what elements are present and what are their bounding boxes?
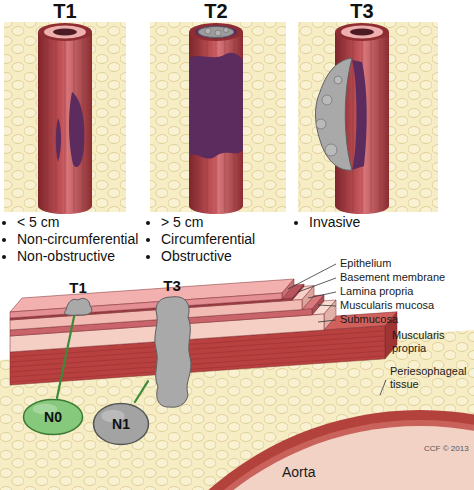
node-text-group: T3: [163, 278, 181, 294]
node-text-group: N0: [44, 409, 62, 425]
criteria-list: > 5 cmCircumferentialObstructive: [146, 214, 292, 265]
esophagus-tube: [316, 58, 352, 170]
esophagus-tube: [38, 32, 92, 214]
esophagus-tube: [189, 53, 243, 159]
esophageal-wall: [292, 284, 304, 300]
esophagus-tube: [189, 32, 243, 214]
esophagus-tube: [56, 40, 57, 212]
lymph-node-outline: [24, 400, 83, 435]
layer-label: Muscularis mucosa: [340, 299, 434, 312]
criterion-text: Non-obstructive: [17, 248, 146, 265]
esophagus-tube: [316, 23, 389, 214]
criterion-text: < 5 cm: [17, 214, 146, 231]
leader-line: [288, 264, 386, 395]
leader-line: [318, 305, 336, 306]
layer-label: Submucosa: [340, 313, 398, 326]
criteria-list: Invasive: [294, 214, 414, 231]
layer-label: Lamina propria: [340, 285, 413, 298]
esophagus-tube: [352, 60, 367, 170]
leader-line: [298, 278, 336, 292]
esophagus-tube: [69, 92, 84, 167]
tumor: T1: [60, 280, 96, 316]
stage-heading: T2: [191, 0, 241, 22]
aorta: [110, 420, 474, 490]
esophagus-tube: [195, 26, 237, 39]
aorta: [100, 410, 474, 490]
stage-heading: T1: [40, 0, 90, 22]
leader-line: [380, 380, 386, 395]
criteria-list: < 5 cmNon-circumferentialNon-obstructive: [2, 214, 146, 265]
layer-label: Muscularis propria: [392, 329, 464, 355]
node-label: N1: [112, 416, 130, 432]
esophagus-tube: [380, 40, 381, 210]
lymph-node-outline: [94, 404, 149, 445]
criterion-text: Invasive: [309, 214, 414, 231]
lymph-node: N0: [22, 398, 84, 436]
esophagus-tube: [325, 144, 337, 156]
layer-label: Epithelium: [340, 257, 391, 270]
esophagus-tube: [215, 30, 221, 36]
node-label: N0: [44, 409, 62, 425]
esophagus-tube: [371, 40, 372, 212]
tumor: T3: [148, 278, 196, 408]
node-text-group: T1: [69, 280, 87, 296]
stage-heading: T3: [337, 0, 387, 22]
fat-panel: [4, 22, 126, 212]
esophagus-tube: [189, 23, 243, 214]
tumor-mass: [155, 297, 191, 408]
esophageal-wall: [10, 356, 385, 382]
structure-label: Aorta: [282, 464, 315, 480]
criterion-text: Obstructive: [161, 248, 292, 265]
esophagus-tube: [38, 23, 92, 214]
criterion-text: Non-circumferential: [17, 231, 146, 248]
esophagus-tube: [334, 76, 342, 84]
aorta: [116, 426, 474, 490]
esophagus-tube: [322, 95, 332, 105]
esophagus-tube: [198, 27, 234, 38]
esophagus-tube: [56, 118, 61, 162]
esophagus-tube: [38, 23, 92, 41]
node-label: T3: [163, 278, 181, 294]
leader-line: [308, 292, 336, 298]
tumor-mass: [65, 298, 92, 315]
tumor-outline: [148, 278, 196, 408]
lymphatic-vessel: [57, 316, 74, 398]
esophagus-tube: [53, 29, 77, 36]
leader-line: [318, 320, 336, 322]
esophagus-tube: [65, 40, 66, 213]
esophagus-tube: [205, 28, 211, 34]
esophageal-wall: [324, 300, 336, 330]
node-text-group: N1: [112, 416, 130, 432]
criterion-text: > 5 cm: [161, 214, 292, 231]
esophagus-tube: [44, 26, 86, 39]
esophagus-tube: [335, 23, 389, 41]
esophagus-tube: [316, 119, 326, 129]
lymph-node: N1: [92, 402, 150, 446]
esophagus-tube: [341, 26, 383, 39]
criterion-text: Circumferential: [161, 231, 292, 248]
leader-line: [288, 264, 336, 289]
lymphatic-vessel: [135, 381, 148, 402]
esophageal-wall: [10, 279, 397, 385]
esophagus-tube: [47, 40, 48, 210]
copyright-mark: CCF © 2013: [424, 444, 469, 454]
node-label: T1: [69, 280, 87, 296]
esophagus-tube: [224, 28, 229, 33]
esophagus-tube: [350, 29, 374, 36]
esophageal-wall: [10, 293, 282, 318]
layer-label: Basement membrane: [340, 271, 445, 284]
esophagus-tube: [189, 23, 243, 41]
layer-label: Periesophageal tissue: [390, 365, 472, 391]
aorta: [100, 410, 474, 490]
